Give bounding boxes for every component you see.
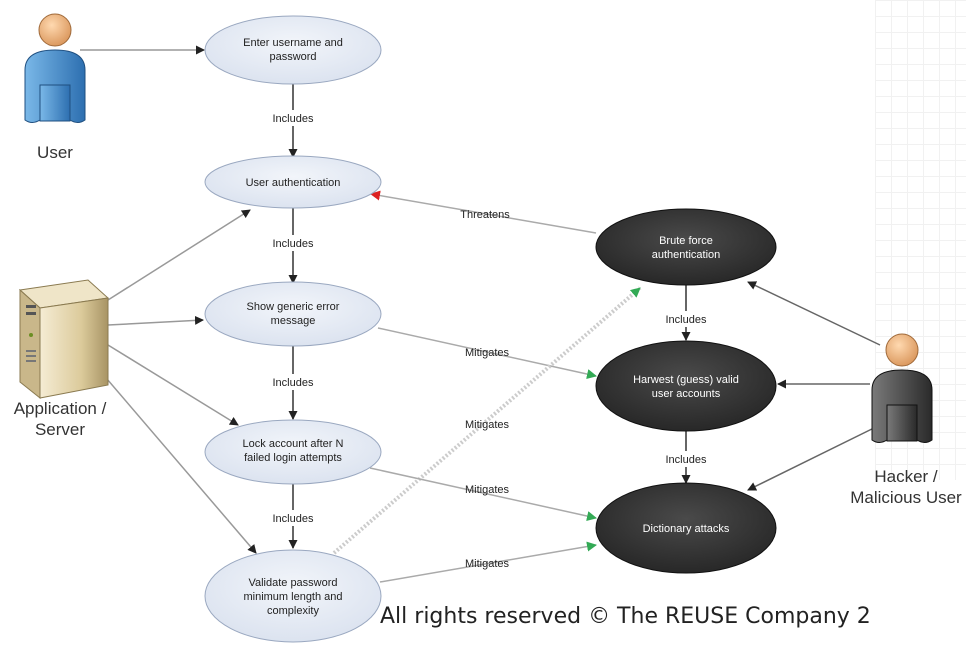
mitigates-error-harvest: [377, 327, 597, 379]
includes-label: Includes: [273, 113, 314, 125]
assoc-server-error: [107, 315, 204, 326]
use-case-label: complexity: [267, 605, 319, 617]
hacker-actor-icon: [871, 333, 933, 443]
user-actor-label: User: [20, 142, 90, 163]
use-case-user-authentication: User authentication: [204, 155, 382, 209]
hacker-label-line2: Malicious User: [850, 488, 962, 507]
mitigates-label: Mitigates: [465, 558, 510, 570]
threat-label: Brute force: [659, 235, 713, 247]
threat-label: Dictionary attacks: [643, 523, 730, 535]
use-case-validate-password: Validate password minimum length and com…: [204, 549, 382, 643]
label-bg: [262, 235, 324, 251]
use-case-label: Validate password: [248, 577, 337, 589]
mitigates-lock-dictionary: [369, 467, 597, 521]
server-icon: [18, 279, 110, 400]
hacker-actor-label: Hacker / Malicious User: [846, 466, 966, 508]
use-case-show-error: Show generic error message: [204, 281, 382, 347]
mitigates-label: Mitigates: [465, 419, 510, 431]
label-bg: [655, 311, 717, 327]
label-bg: [262, 374, 324, 390]
assoc-hacker-dictionary: [747, 424, 881, 491]
threat-harvest-accounts: Harwest (guess) valid user accounts: [595, 340, 777, 432]
assoc-server-auth: [107, 209, 251, 301]
threatens-label: Threatens: [460, 209, 510, 221]
mitigates-label: Mitigates: [465, 347, 510, 359]
use-case-label: Enter username and: [243, 37, 343, 49]
label-bg: [655, 451, 717, 467]
user-label-text: User: [37, 143, 73, 162]
server-actor-label: Application / Server: [0, 398, 120, 440]
assoc-server-lock: [107, 344, 239, 426]
threat-label: Harwest (guess) valid: [633, 374, 739, 386]
threat-brute-force: Brute force authentication: [595, 208, 777, 286]
user-actor-icon: [24, 13, 86, 123]
threat-dictionary-attacks: Dictionary attacks: [595, 482, 777, 574]
mitigates-validate-brute: [332, 286, 642, 555]
label-bg: [262, 110, 324, 126]
includes-label: Includes: [273, 238, 314, 250]
use-case-label: password: [269, 51, 316, 63]
use-case-lock-account: Lock account after N failed login attemp…: [204, 419, 382, 485]
threat-label: user accounts: [652, 388, 721, 400]
use-case-label: Lock account after N: [243, 438, 344, 450]
mitigates-label: Mitigates: [465, 484, 510, 496]
use-case-enter-credentials: Enter username and password: [204, 15, 382, 85]
threat-label: authentication: [652, 249, 721, 261]
assoc-server-validate: [94, 364, 257, 554]
use-case-label: User authentication: [246, 177, 341, 189]
copyright-footer: All rights reserved © The REUSE Company …: [380, 604, 871, 629]
server-label-line1: Application /: [13, 399, 107, 418]
includes-label: Includes: [273, 377, 314, 389]
includes-label: Includes: [666, 454, 707, 466]
server-label-line2: Server: [34, 420, 86, 439]
use-case-label: minimum length and: [243, 591, 342, 603]
use-case-label: failed login attempts: [244, 452, 342, 464]
threatens-arrow: [370, 190, 597, 234]
hacker-label-line1: Hacker /: [874, 467, 938, 486]
includes-label: Includes: [273, 513, 314, 525]
assoc-hacker-brute: [747, 281, 881, 346]
use-case-label: Show generic error: [247, 301, 340, 313]
use-case-label: message: [271, 315, 316, 327]
label-bg: [262, 510, 324, 526]
mitigates-validate-dictionary: [379, 541, 597, 583]
includes-label: Includes: [666, 314, 707, 326]
